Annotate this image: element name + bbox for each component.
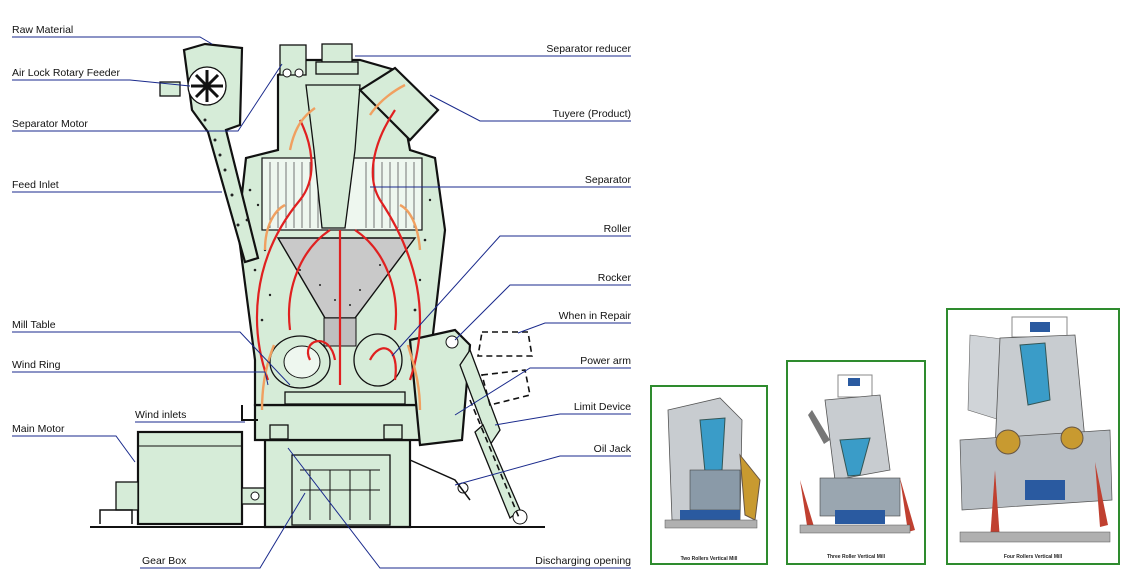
separator-reducer-shape [279, 43, 359, 78]
label-air-lock-rotary-feeder: Air Lock Rotary Feeder [12, 67, 120, 79]
label-roller: Roller [604, 223, 632, 235]
mill-illustration-four [959, 316, 1113, 543]
label-raw-material: Raw Material [12, 24, 73, 36]
label-separator-motor: Separator Motor [12, 118, 88, 130]
mill-illustration-two [664, 397, 761, 529]
photo-three-roller: Three Roller Vertical Mill [786, 360, 926, 565]
separator-cage [261, 84, 423, 231]
label-separator-reducer: Separator reducer [546, 43, 631, 55]
photo-four-rollers: Four Rollers Vertical Mill [946, 308, 1120, 565]
right-labels: Separator reducer Tuyere (Product) Separ… [535, 43, 631, 567]
label-power-arm: Power arm [580, 355, 631, 367]
roller-shapes [269, 333, 406, 405]
left-labels: Raw Material Air Lock Rotary Feeder Sepa… [12, 24, 187, 567]
main-motor-shape [99, 430, 283, 526]
label-discharging-opening: Discharging opening [535, 555, 631, 567]
label-rocker: Rocker [598, 272, 632, 284]
tuyere-outlet [358, 66, 440, 142]
mill-illustration-three [799, 374, 915, 534]
label-limit-device: Limit Device [574, 401, 631, 413]
label-main-motor: Main Motor [12, 423, 65, 435]
label-wind-ring: Wind Ring [12, 359, 61, 371]
label-gear-box: Gear Box [142, 555, 187, 567]
label-mill-table: Mill Table [12, 319, 56, 331]
label-tuyere-product: Tuyere (Product) [553, 108, 631, 120]
photo-two-rollers: Two Rollers Vertical Mill [650, 385, 768, 565]
feeder-chute [159, 42, 260, 264]
label-wind-inlets: Wind inlets [135, 409, 186, 421]
label-feed-inlet: Feed Inlet [12, 179, 59, 191]
rocker-assembly [408, 328, 533, 525]
caption-four-rollers: Four Rollers Vertical Mill [1004, 554, 1063, 560]
leader-lines [12, 36, 631, 569]
label-oil-jack: Oil Jack [594, 443, 632, 455]
label-when-in-repair: When in Repair [559, 310, 632, 322]
gear-box-shape [263, 438, 412, 529]
airflow-arrows [255, 83, 422, 411]
label-separator: Separator [585, 174, 632, 186]
caption-three-roller: Three Roller Vertical Mill [827, 554, 886, 560]
caption-two-rollers: Two Rollers Vertical Mill [681, 556, 738, 562]
mill-machine [90, 42, 545, 529]
